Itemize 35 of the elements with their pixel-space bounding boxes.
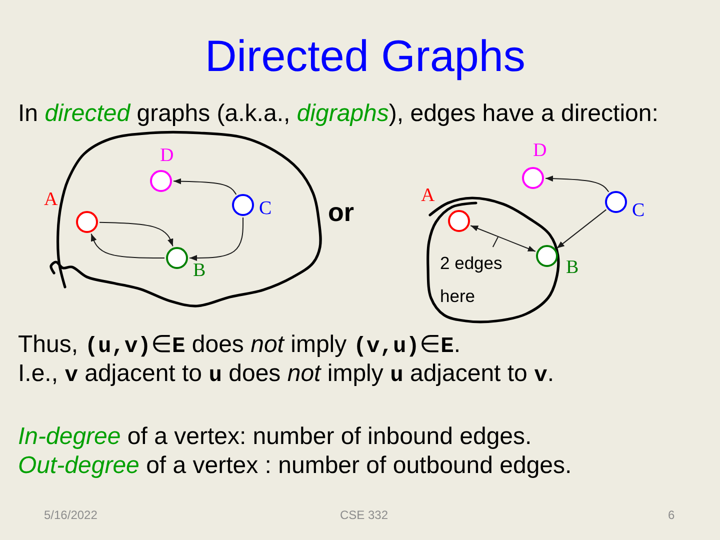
vertex-label: A — [44, 190, 58, 209]
vertex-label: B — [566, 258, 579, 277]
footer-text: CSE 332 — [340, 509, 388, 521]
vertex-label: A — [421, 186, 435, 205]
body-text: I.e., v adjacent to u does not imply u adjacent to v. — [18, 362, 554, 388]
vertex-label: D — [533, 141, 547, 160]
body-text: Thus, (u,v)∈E does not imply (v,u)∈E. — [18, 333, 460, 358]
arrow — [189, 217, 244, 261]
page-number: 6 — [668, 509, 675, 521]
slide-title: Directed Graphs — [205, 35, 526, 79]
vertex-circle — [232, 194, 254, 216]
arrow — [99, 222, 174, 247]
arrow — [545, 176, 610, 192]
vertex-label: D — [160, 146, 174, 165]
arrow — [90, 233, 165, 258]
footer-date: 5/16/2022 — [44, 509, 98, 521]
double-headed-arrow — [470, 225, 536, 252]
vertex-circle — [150, 170, 172, 192]
vertex-label: C — [259, 199, 272, 218]
body-text: In-degree of a vertex: number of inbound edges. — [18, 425, 532, 449]
annotation-text: 2 edges here — [440, 247, 512, 313]
vertex-circle — [536, 244, 558, 266]
arrow — [556, 209, 607, 249]
vertex-label: C — [632, 201, 645, 220]
vertex-circle — [76, 210, 98, 232]
leader-line — [492, 236, 498, 248]
body-text: In directed graphs (a.k.a., digraphs), edges have a direction: — [18, 102, 658, 126]
vertex-circle — [604, 190, 626, 212]
body-text: or — [328, 199, 354, 225]
body-text: Out-degree of a vertex : number of outbound edges. — [18, 454, 572, 478]
vertex-circle — [448, 210, 470, 232]
vertex-label: B — [193, 261, 206, 280]
vertex-circle — [166, 246, 188, 268]
vertex-circle — [522, 166, 544, 188]
arrow — [173, 178, 237, 196]
